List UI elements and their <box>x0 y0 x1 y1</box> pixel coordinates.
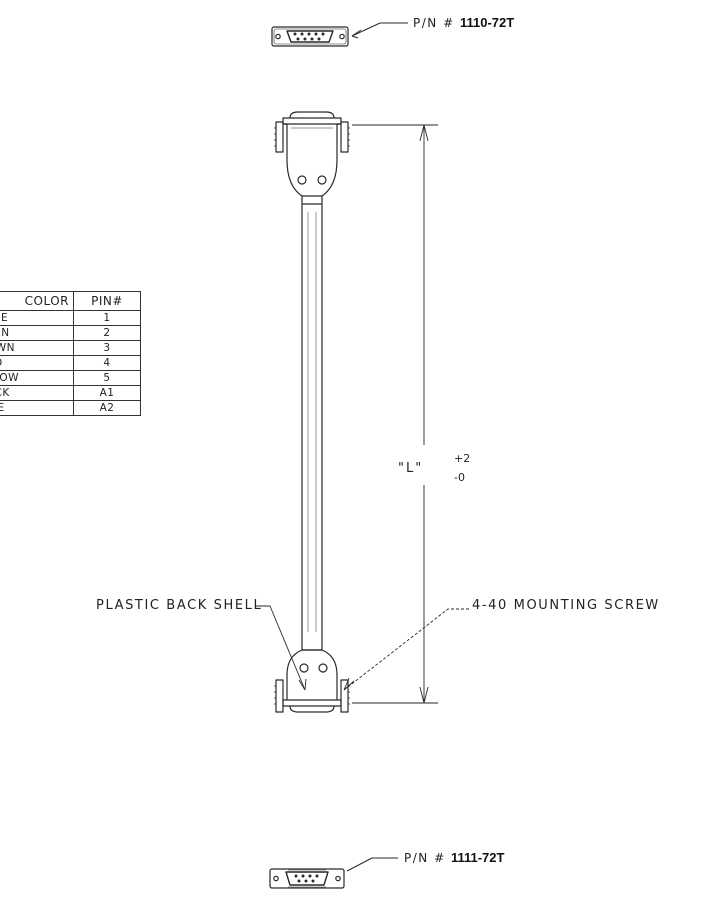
table-header-row: COLOR PIN# <box>0 291 141 311</box>
top-part-leader <box>351 22 408 37</box>
color-cell: EEN <box>0 325 74 341</box>
table-row: OWN 3 <box>0 340 141 356</box>
back-shell-leader <box>256 605 306 691</box>
table-row: ED 4 <box>0 355 141 371</box>
pin-header: PIN# <box>73 291 141 311</box>
top-part-number-value: 1110-72T <box>459 15 515 30</box>
tolerance-plus: +2 <box>454 452 471 465</box>
plastic-back-shell-label: PLASTIC BACK SHELL <box>96 598 263 613</box>
upper-cable-connector <box>274 111 350 205</box>
lower-cable-connector <box>274 640 350 713</box>
bottom-part-leader <box>346 857 398 872</box>
table-row: LLOW 5 <box>0 370 141 386</box>
tolerance-minus: -0 <box>454 471 465 484</box>
cable <box>301 204 323 640</box>
bottom-part-number-value: 1111-72T <box>450 850 505 865</box>
length-label: "L" <box>398 461 424 476</box>
pin-cell: 2 <box>73 325 141 341</box>
table-row: ITE A2 <box>0 400 141 416</box>
pin-cell: 4 <box>73 355 141 371</box>
color-cell: ED <box>0 355 74 371</box>
bottom-part-prefix: P/N # <box>404 851 446 865</box>
table-row: EEN 2 <box>0 325 141 341</box>
length-dimension <box>352 124 438 704</box>
bottom-connector-detail <box>269 868 345 889</box>
color-cell: ACK <box>0 385 74 401</box>
table-row: LUE 1 <box>0 310 141 326</box>
pin-color-table: COLOR PIN# LUE 1 EEN 2 OWN 3 ED 4 LLOW 5… <box>0 291 141 416</box>
bottom-part-number: P/N # 1111-72T <box>404 850 504 865</box>
pin-cell: 1 <box>73 310 141 326</box>
color-header: COLOR <box>0 291 74 311</box>
table-row: ACK A1 <box>0 385 141 401</box>
pin-cell: 3 <box>73 340 141 356</box>
pin-cell: 5 <box>73 370 141 386</box>
top-connector-detail <box>271 26 349 47</box>
top-part-prefix: P/N # <box>413 16 455 30</box>
color-cell: LLOW <box>0 370 74 386</box>
pin-cell: A2 <box>73 400 141 416</box>
color-cell: ITE <box>0 400 74 416</box>
color-cell: OWN <box>0 340 74 356</box>
mounting-screw-label: 4-40 MOUNTING SCREW <box>472 598 660 613</box>
color-cell: LUE <box>0 310 74 326</box>
pin-cell: A1 <box>73 385 141 401</box>
mounting-screw-leader <box>343 608 469 691</box>
top-part-number: P/N # 1110-72T <box>413 15 514 30</box>
